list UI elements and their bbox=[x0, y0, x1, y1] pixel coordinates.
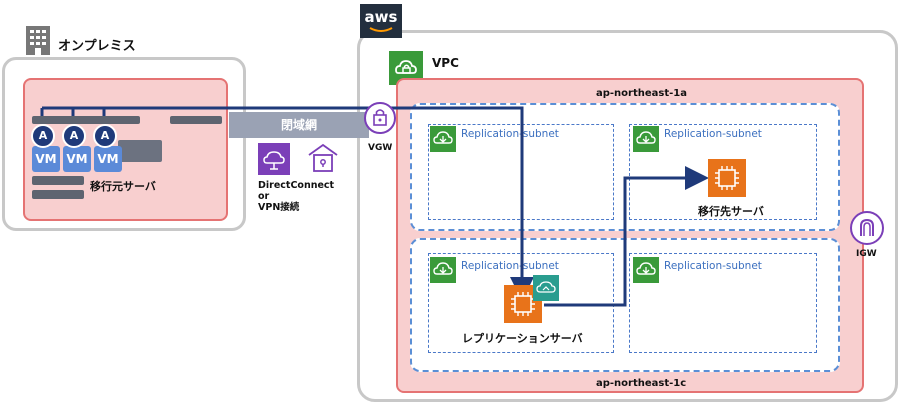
az-c-label: ap-northeast-1c bbox=[596, 378, 687, 389]
vm-icon: VM bbox=[32, 146, 60, 172]
agent-icon: A bbox=[93, 124, 117, 148]
vm-icon: VM bbox=[63, 146, 91, 172]
subnet-label-1c-left: Replication-subnet bbox=[461, 260, 559, 272]
rack-server-icon bbox=[32, 176, 84, 185]
vpc-label: VPC bbox=[432, 56, 459, 70]
rack-server-icon bbox=[170, 116, 222, 124]
building-icon bbox=[24, 24, 52, 56]
rack-server-icon bbox=[118, 140, 162, 162]
agent-letter: A bbox=[69, 129, 79, 142]
vpn-icon bbox=[305, 141, 341, 177]
source-server-label: 移行元サーバ bbox=[90, 180, 156, 193]
vm-label: VM bbox=[97, 152, 119, 166]
replication-server-label: レプリケーションサーバ bbox=[462, 332, 583, 345]
vgw-label: VGW bbox=[368, 143, 393, 153]
connection-type-label: DirectConnect or VPN接続 bbox=[258, 180, 334, 213]
igw-label: IGW bbox=[856, 249, 877, 259]
aws-logo: aws bbox=[360, 4, 402, 38]
connection-type-line1: DirectConnect bbox=[258, 180, 335, 191]
agent-letter: A bbox=[100, 129, 110, 142]
subnet-icon bbox=[633, 257, 659, 283]
subnet-icon bbox=[633, 126, 659, 152]
connection-type-line2: or bbox=[258, 191, 270, 202]
igw-icon bbox=[850, 211, 884, 245]
directconnect-icon bbox=[258, 143, 290, 175]
aws-logo-text: aws bbox=[364, 8, 398, 26]
subnet-icon bbox=[430, 126, 456, 152]
target-server-label: 移行先サーバ bbox=[698, 205, 764, 218]
closed-network-label: 閉域網 bbox=[280, 118, 317, 132]
subnet-label-1c-right: Replication-subnet bbox=[664, 260, 762, 272]
subnet-label-1a-right: Replication-subnet bbox=[664, 128, 762, 140]
ec2-icon bbox=[708, 159, 746, 197]
agent-icon: A bbox=[31, 124, 55, 148]
connection-type-line3: VPN接続 bbox=[258, 202, 300, 213]
onprem-title: オンプレミス bbox=[58, 39, 136, 54]
rack-server-icon bbox=[32, 190, 84, 199]
agent-icon: A bbox=[62, 124, 86, 148]
vm-label: VM bbox=[66, 152, 88, 166]
elastic-disaster-recovery-icon bbox=[533, 275, 559, 301]
agent-letter: A bbox=[38, 129, 48, 142]
vgw-icon bbox=[364, 102, 396, 134]
az-a-label: ap-northeast-1a bbox=[596, 88, 687, 99]
rack-server-icon bbox=[32, 116, 140, 124]
vm-label: VM bbox=[35, 152, 57, 166]
vm-icon: VM bbox=[94, 146, 122, 172]
subnet-icon bbox=[430, 257, 456, 283]
subnet-label-1a-left: Replication-subnet bbox=[461, 128, 559, 140]
